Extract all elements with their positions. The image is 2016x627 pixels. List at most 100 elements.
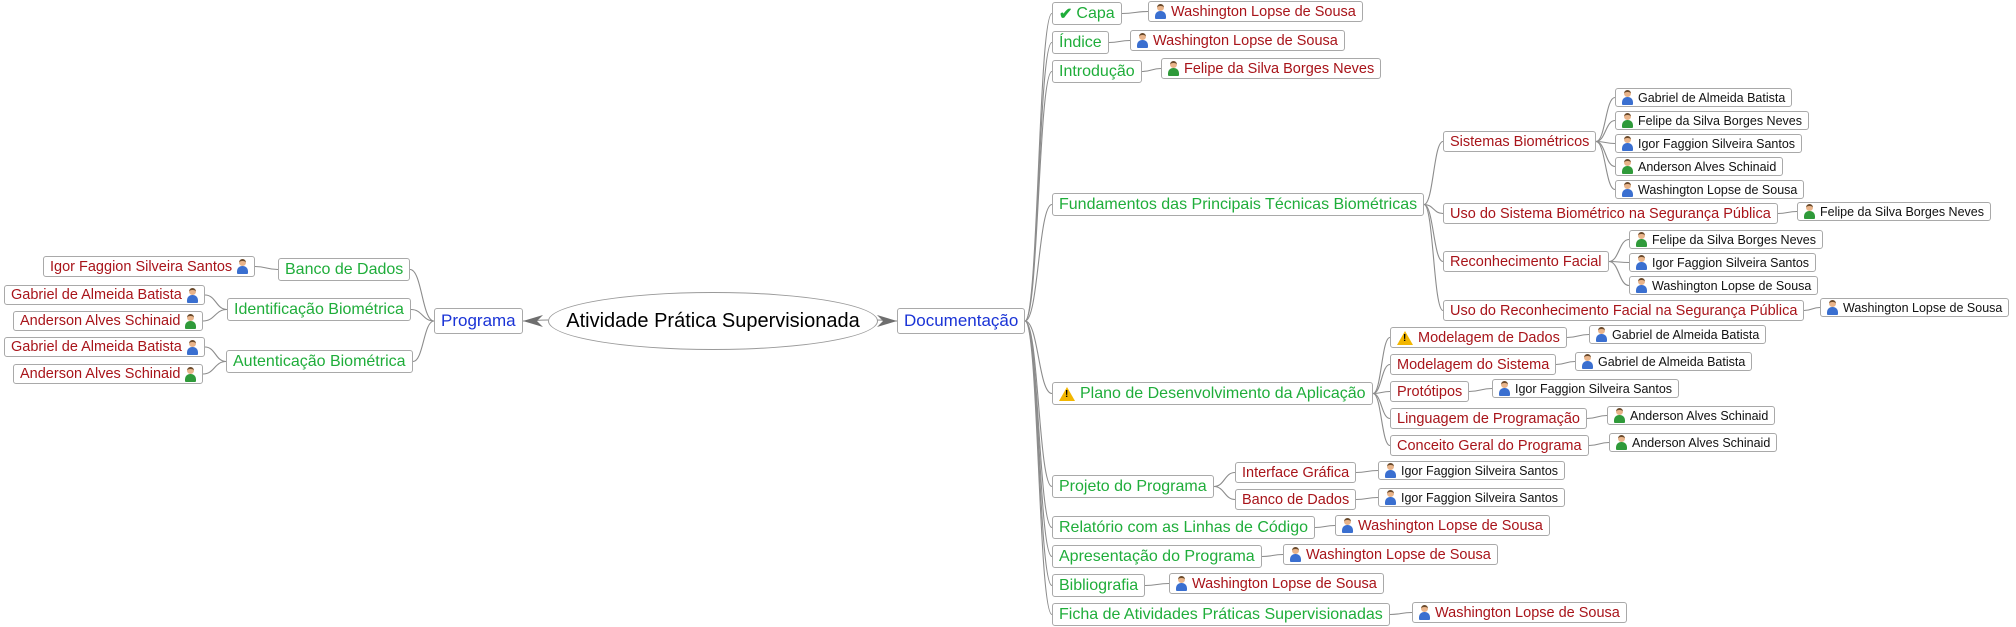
topic-relatorio[interactable]: Relatório com as Linhas de Código [1052,516,1316,539]
person-icon [1616,435,1627,450]
assignee-person[interactable]: Washington Lopse de Sousa [1335,515,1550,536]
assignee-person[interactable]: Anderson Alves Schinaid [1615,157,1784,176]
connector [1144,582,1170,587]
assignee-person[interactable]: Igor Faggion Silveira Santos [1378,461,1566,480]
connector [1355,469,1379,474]
person-icon [1622,136,1633,151]
connector [1588,441,1610,447]
person-icon [185,313,197,329]
connector [254,265,279,271]
topic-plano-desenvolvimento[interactable]: Plano de Desenvolvimento da Aplicação [1052,382,1373,405]
topic-indice[interactable]: Índice [1052,31,1109,54]
subtopic-modelagem-dados[interactable]: Modelagem de Dados [1390,327,1567,348]
assignee-person[interactable]: Gabriel de Almeida Batista [1589,325,1767,344]
topic-ficha-atividades[interactable]: Ficha de Atividades Práticas Supervision… [1052,603,1390,626]
topic-bibliografia[interactable]: Bibliografia [1052,574,1146,597]
person-icon [1622,159,1633,174]
assignee-person[interactable]: Igor Faggion Silveira Santos [1378,488,1566,507]
person-icon [1499,381,1510,396]
subtopic-conceito-geral[interactable]: Conceito Geral do Programa [1390,435,1589,456]
connector [1777,210,1798,215]
assignee-person[interactable]: Igor Faggion Silveira Santos [1629,253,1817,272]
connector [1803,306,1821,312]
connector [1372,363,1391,395]
person-icon [1596,327,1607,342]
subtopic-linguagem-programacao[interactable]: Linguagem de Programação [1390,408,1587,429]
connector [410,308,435,322]
subtopic-modelagem-sistema[interactable]: Modelagem do Sistema [1390,354,1557,375]
subtopic-reconhecimento-facial[interactable]: Reconhecimento Facial [1443,251,1609,272]
assignee-person[interactable]: Igor Faggion Silveira Santos [1615,134,1803,153]
connector [1024,320,1053,587]
assignee-person[interactable]: Igor Faggion Silveira Santos [43,256,256,277]
assignee-person[interactable]: Washington Lopse de Sousa [1283,544,1498,565]
assignee-person[interactable]: Anderson Alves Schinaid [1607,406,1776,425]
connector-arrow [877,315,897,327]
connector [202,360,227,375]
connector [1608,238,1630,263]
subtopic-sistemas-biometricos[interactable]: Sistemas Biométricos [1443,131,1597,152]
assignee-person[interactable]: Anderson Alves Schinaid [13,364,204,384]
assignee-person[interactable]: Washington Lopse de Sousa [1820,298,2010,317]
assignee-person[interactable]: Gabriel de Almeida Batista [4,337,205,357]
subtopic-prototipos[interactable]: Protótipos [1390,381,1470,402]
topic-banco-de-dados[interactable]: Banco de Dados [278,258,411,281]
connector [1121,10,1149,15]
connector [1468,387,1493,393]
connector [1423,203,1444,312]
person-icon [186,339,198,355]
connector [1355,496,1379,501]
topic-introducao[interactable]: Introdução [1052,60,1142,83]
assignee-person[interactable]: Washington Lopse de Sousa [1615,180,1805,199]
person-icon [1176,576,1187,591]
subtopic-banco-de-dados[interactable]: Banco de Dados [1235,489,1357,510]
connector [1024,320,1053,616]
topic-documentacao[interactable]: Documentação [897,308,1026,334]
connector-arrow [523,315,543,327]
connector [412,320,435,363]
assignee-person[interactable]: Felipe da Silva Borges Neves [1797,202,1991,221]
person-icon [1342,518,1353,533]
topic-apresentacao[interactable]: Apresentação do Programa [1052,545,1262,568]
topic-autenticacao-biometrica[interactable]: Autenticação Biométrica [226,350,413,373]
assignee-person[interactable]: Washington Lopse de Sousa [1169,573,1384,594]
assignee-person[interactable]: Igor Faggion Silveira Santos [1492,379,1680,398]
subtopic-uso-sistema-biometrico[interactable]: Uso do Sistema Biométrico na Segurança P… [1443,203,1778,224]
person-icon [1804,204,1815,219]
person-icon [1385,490,1396,505]
person-icon [1419,605,1430,620]
warning-icon [1059,386,1075,401]
connector [1555,360,1576,366]
assignee-person[interactable]: Washington Lopse de Sousa [1130,30,1345,51]
subtopic-uso-reconhecimento-facial[interactable]: Uso do Reconhecimento Facial na Seguranç… [1443,300,1805,321]
assignee-person[interactable]: Anderson Alves Schinaid [13,311,204,331]
central-topic[interactable]: Atividade Prática Supervisionada [548,292,878,350]
person-icon [1290,547,1301,562]
assignee-person[interactable]: Felipe da Silva Borges Neves [1615,111,1809,130]
assignee-person[interactable]: Gabriel de Almeida Batista [4,285,205,305]
assignee-person[interactable]: Felipe da Silva Borges Neves [1161,58,1382,79]
subtopic-interface-grafica[interactable]: Interface Gráfica [1235,462,1357,483]
connector [1024,320,1053,529]
topic-projeto-programa[interactable]: Projeto do Programa [1052,475,1214,498]
assignee-person[interactable]: Anderson Alves Schinaid [1609,433,1778,452]
topic-capa[interactable]: ✔Capa [1052,2,1122,25]
assignee-person[interactable]: Felipe da Silva Borges Neves [1629,230,1823,249]
person-icon [1636,255,1647,270]
connector [204,346,227,363]
assignee-person[interactable]: Washington Lopse de Sousa [1148,1,1363,22]
topic-programa[interactable]: Programa [434,308,523,334]
assignee-person[interactable]: Gabriel de Almeida Batista [1575,352,1753,371]
assignee-person[interactable]: Gabriel de Almeida Batista [1615,88,1793,107]
assignee-person[interactable]: Washington Lopse de Sousa [1412,602,1627,623]
topic-identificacao-biometrica[interactable]: Identificação Biométrica [227,298,411,321]
warning-icon [1397,330,1413,345]
person-icon [1622,90,1633,105]
person-icon [1582,354,1593,369]
connector [1595,96,1616,143]
person-icon [1622,182,1633,197]
connector [1213,485,1236,501]
topic-fundamentos[interactable]: Fundamentos das Principais Técnicas Biom… [1052,193,1425,216]
assignee-person[interactable]: Washington Lopse de Sousa [1629,276,1819,295]
